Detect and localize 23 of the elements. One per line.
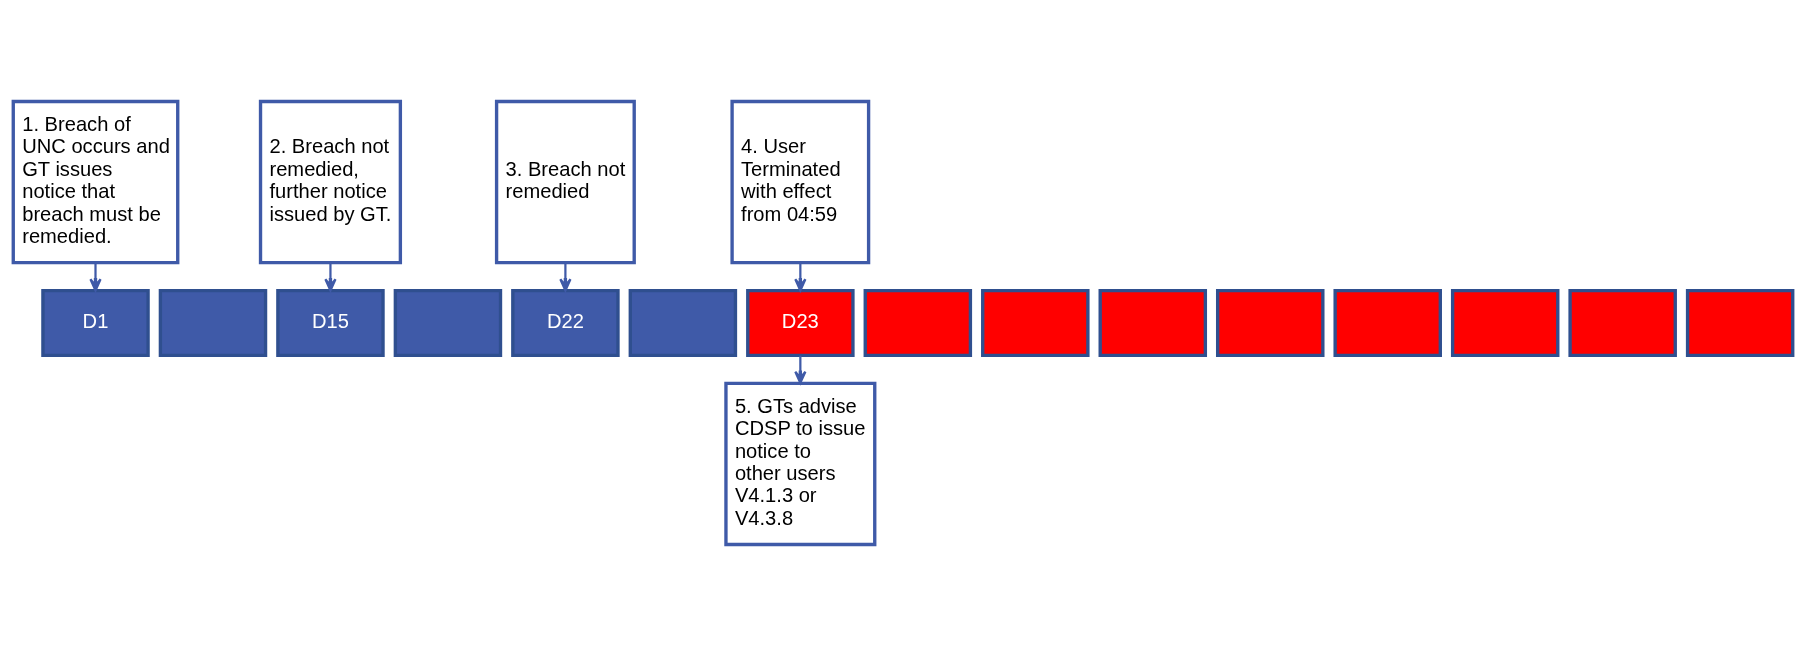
node-box: 2. Breach not remedied, further notice issued by GT. bbox=[258, 99, 403, 265]
node-box: D22 bbox=[511, 288, 620, 358]
node-box: 1. Breach of UNC occurs and GT issues notice that breach must be remedied. bbox=[11, 99, 180, 265]
arrow bbox=[559, 262, 572, 292]
node-box bbox=[628, 288, 738, 358]
node-box: 4. User Terminated with effect from 04:59 bbox=[730, 99, 871, 265]
node-box bbox=[981, 288, 1090, 358]
node-box: 5. GTs advise CDSP to issue notice to other users V4.1.3 or V4.3.8 bbox=[724, 381, 877, 547]
node-box bbox=[1685, 288, 1795, 358]
node-box bbox=[1333, 288, 1442, 358]
node-box bbox=[1568, 288, 1677, 358]
arrow bbox=[89, 262, 102, 292]
node-box: D15 bbox=[276, 288, 385, 358]
node-box bbox=[1216, 288, 1325, 358]
node-box: D1 bbox=[41, 288, 150, 358]
node-box bbox=[158, 288, 268, 358]
node-box bbox=[863, 288, 973, 358]
node-box: D23 bbox=[746, 288, 855, 358]
node-box: 3. Breach not remedied bbox=[494, 99, 636, 265]
node-box bbox=[393, 288, 503, 358]
node-box bbox=[1098, 288, 1208, 358]
node-box bbox=[1450, 288, 1560, 358]
arrow bbox=[324, 262, 337, 292]
